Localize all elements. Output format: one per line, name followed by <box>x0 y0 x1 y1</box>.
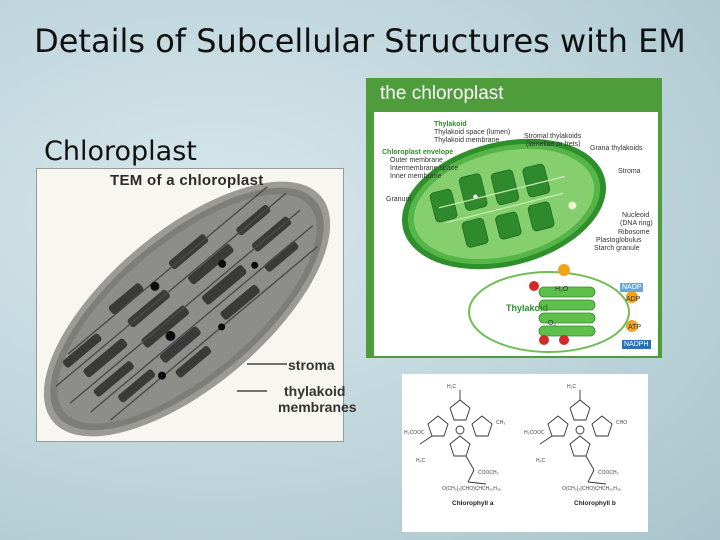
label-grana-thylakoids: Grana thylakoids <box>590 145 643 152</box>
label-o2: O₂ <box>548 320 557 327</box>
tem-label-membranes: membranes <box>278 399 357 415</box>
chem-left-hooc: H₃COOC <box>404 430 425 436</box>
chem-right-hooc: H₃COOC <box>524 430 545 436</box>
chem-left-h2c: H₂C <box>447 384 457 390</box>
chlorophyll-a-label: Chlorophyll a <box>452 500 494 507</box>
chem-left-ch3: CH₃ <box>496 420 506 426</box>
slide-title: Details of Subcellular Structures with E… <box>34 22 686 60</box>
label-nadph: NADPH <box>622 340 651 349</box>
label-starch-granule: Starch granule <box>594 245 640 252</box>
label-thylakoid-space: Thylakoid space (lumen) <box>434 129 511 136</box>
diagram-title: the chloroplast <box>380 83 504 104</box>
chlorophyll-b-label: Chlorophyll b <box>574 500 616 507</box>
slide-subtitle: Chloroplast <box>44 136 197 167</box>
label-atp: ATP <box>628 324 642 331</box>
tem-label-thylakoid: thylakoid <box>284 383 346 399</box>
chloroplast-illustration <box>401 138 638 353</box>
label-outer-membrane: Outer membrane <box>390 157 443 164</box>
label-lamellae: (lamellae or frets) <box>526 141 581 148</box>
chlorophyll-structures <box>419 390 613 485</box>
label-stromal-thylakoids: Stromal thylakoids <box>524 133 582 140</box>
chem-right-cooch3: COOCH₃ <box>598 470 619 476</box>
label-dna-ring: (DNA ring) <box>620 220 653 227</box>
label-thylakoid: Thylakoid <box>434 121 467 128</box>
chem-right-phytyl: O(CH₂)₂(CHO)CHCH₂₀H₃₉ <box>562 486 621 492</box>
chlorophyll-structures-panel: H₂C H₃COOC CH₃ H₃C COOCH₃ O(CH₂)₂(CHO)CH… <box>402 374 648 532</box>
tem-micrograph <box>36 168 344 442</box>
chem-left-phytyl: O(CH₂)₂(CHO)CHCH₂₀H₃₉ <box>442 486 501 492</box>
label-envelope: Chloroplast envelope <box>382 149 454 156</box>
chloroplast-diagram <box>374 112 658 356</box>
label-plastoglobulus: Plastoglobulus <box>596 237 642 244</box>
chem-right-h3c: H₃C <box>536 458 546 464</box>
chem-right-cho: CHO <box>616 420 628 426</box>
tem-caption: TEM of a chloroplast <box>110 172 264 189</box>
label-h2o: H₂O <box>555 286 569 293</box>
label-nadp: NADP <box>620 283 644 292</box>
label-ribosome: Ribosome <box>618 229 650 236</box>
tem-image <box>37 169 343 441</box>
label-stroma: Stroma <box>618 168 641 175</box>
label-inner-membrane: Inner membrane <box>390 173 442 180</box>
chem-left-h3c: H₃C <box>416 458 426 464</box>
label-thylakoid-inset: Thylakoid <box>506 303 549 313</box>
chem-left-cooch3: COOCH₃ <box>478 470 499 476</box>
label-adp: ADP <box>626 296 641 303</box>
label-intermembrane-space: Intermembrane space <box>390 165 459 172</box>
label-nucleoid: Nucleoid <box>622 212 650 219</box>
tem-label-stroma: stroma <box>288 357 335 373</box>
label-thylakoid-membrane: Thylakoid membrane <box>434 137 500 144</box>
label-granum: Granum <box>386 196 412 203</box>
chem-right-h2c: H₂C <box>567 384 577 390</box>
